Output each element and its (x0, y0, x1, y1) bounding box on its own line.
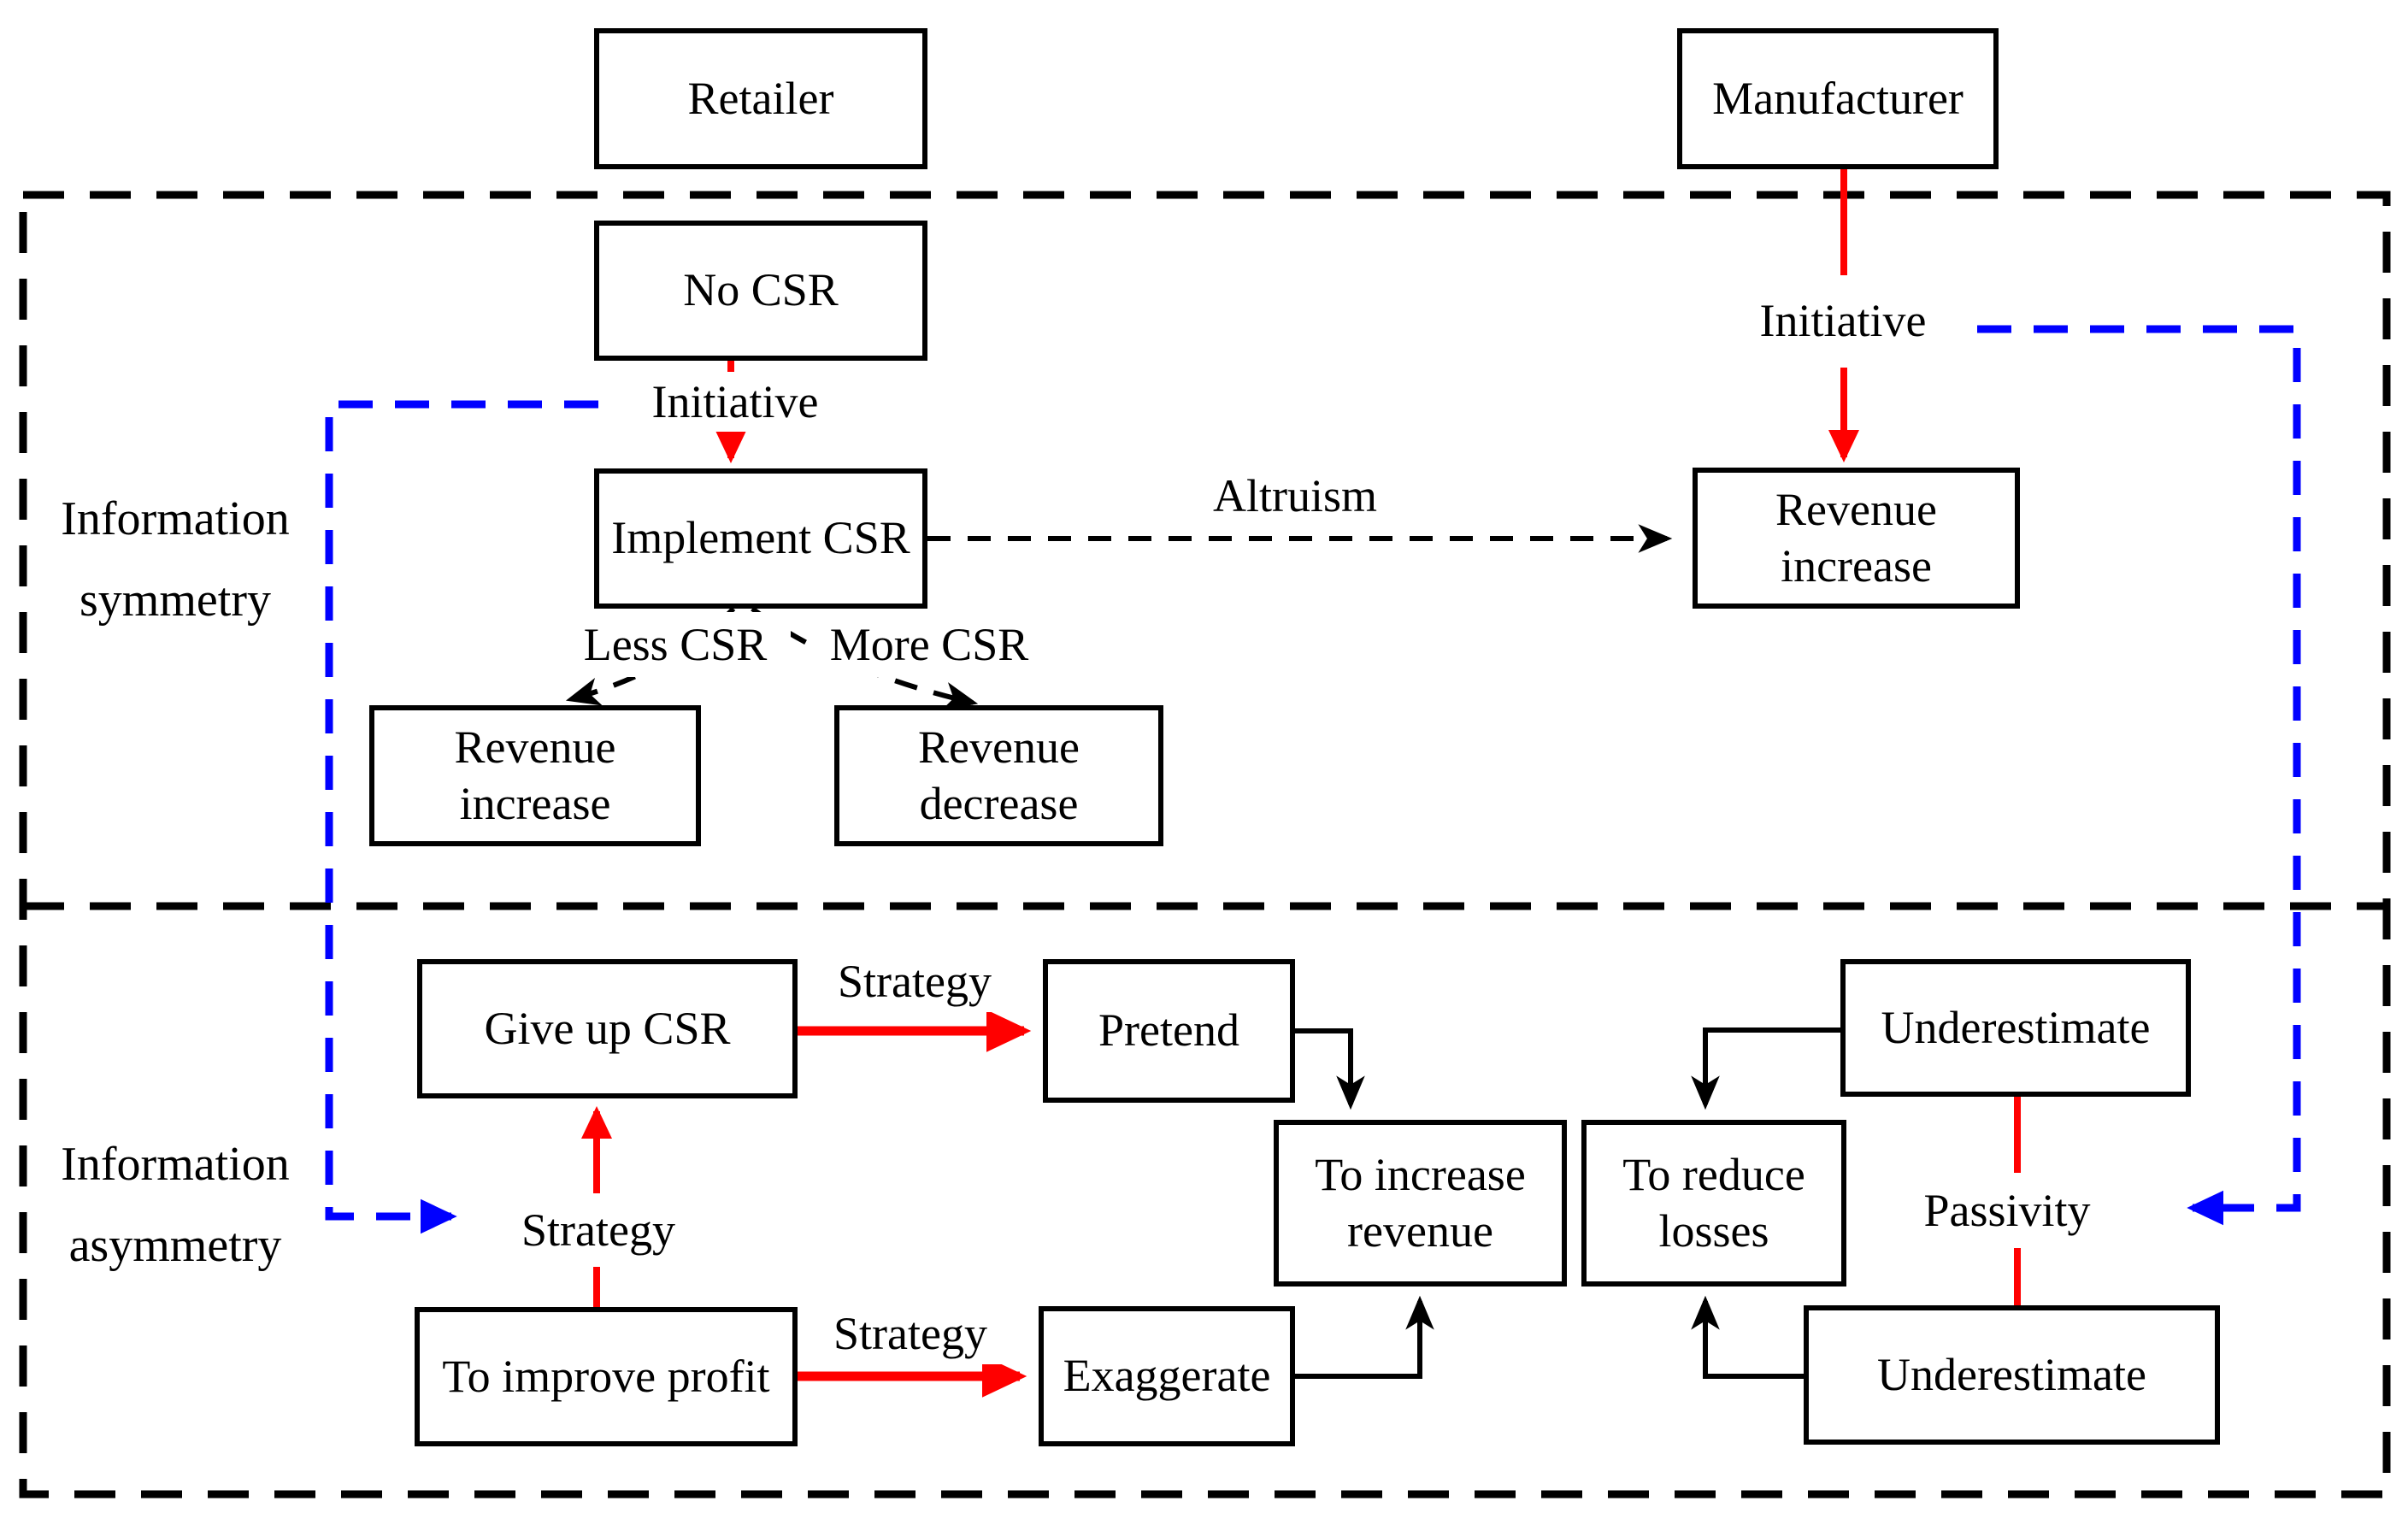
node-pretend: Pretend (1043, 959, 1295, 1103)
node-implement-csr: Implement CSR (594, 468, 927, 609)
arrow-underestimate-bottom-to-reduce-losses (1691, 1295, 1804, 1379)
outer-dashed-border (19, 191, 2391, 1499)
node-to-improve-profit: To improve profit (415, 1307, 798, 1446)
node-no-csr: No CSR (594, 221, 927, 361)
path-blue-initiative-to-passivity (1977, 325, 2301, 1226)
arrow-exaggerate-to-increase-revenue (1295, 1295, 1434, 1379)
path-blue-initiative-to-strategy (325, 400, 598, 1234)
edge-label-initiative-retailer: Initiative (611, 372, 859, 432)
node-revenue-decrease: Revenue decrease (834, 705, 1163, 846)
edge-label-strategy-give-up: Strategy (492, 1197, 705, 1263)
edge-label-initiative-manufacturer: Initiative (1715, 291, 1971, 350)
edge-label-more-csr: More CSR (810, 612, 1049, 677)
edge-label-strategy-pretend: Strategy (808, 951, 1021, 1012)
node-give-up-csr: Give up CSR (417, 959, 798, 1098)
region-label-information-asymmetry: Information asymmetry (61, 1137, 290, 1272)
node-underestimate-top: Underestimate (1840, 959, 2191, 1097)
region-label-information-symmetry: Information symmetry (61, 492, 290, 627)
edge-label-passivity: Passivity (1900, 1176, 2114, 1245)
node-to-reduce-losses: To reduce losses (1581, 1120, 1846, 1287)
node-manufacturer: Manufacturer (1677, 28, 1999, 169)
node-underestimate-bottom: Underestimate (1804, 1305, 2220, 1445)
arrow-more-csr-to-revenue-decrease (751, 606, 979, 710)
node-retailer: Retailer (594, 28, 927, 169)
edge-label-less-csr: Less CSR (560, 612, 791, 677)
node-revenue-increase-right: Revenue increase (1693, 468, 2020, 609)
edge-label-altruism: Altruism (1167, 466, 1423, 526)
edge-label-strategy-exaggerate: Strategy (804, 1303, 1017, 1364)
arrow-pretend-to-increase-revenue (1295, 1028, 1365, 1110)
node-revenue-increase-left: Revenue increase (369, 705, 701, 846)
arrow-underestimate-top-to-reduce-losses (1691, 1027, 1840, 1110)
node-exaggerate: Exaggerate (1039, 1306, 1295, 1446)
node-to-increase-revenue: To increase revenue (1274, 1120, 1567, 1287)
